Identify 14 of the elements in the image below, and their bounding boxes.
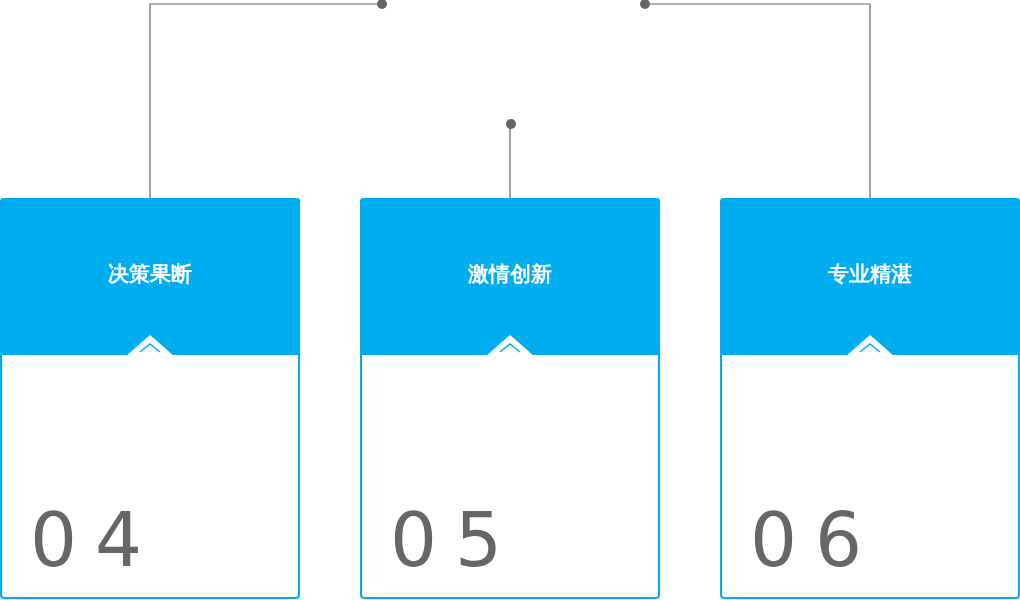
card-title: 专业精湛 [827,261,913,288]
connector-line [149,3,378,199]
card [0,198,300,599]
connector-line [649,3,871,199]
card-number: 04 [30,500,161,580]
connector-dot [506,119,516,129]
connector-dot [640,0,650,9]
card [360,198,660,599]
card [720,198,1020,599]
card-number: 05 [390,500,521,580]
card-number: 06 [750,500,881,580]
connector-dot [377,0,387,9]
card-title: 决策果断 [107,261,193,288]
card-title: 激情创新 [467,261,553,288]
